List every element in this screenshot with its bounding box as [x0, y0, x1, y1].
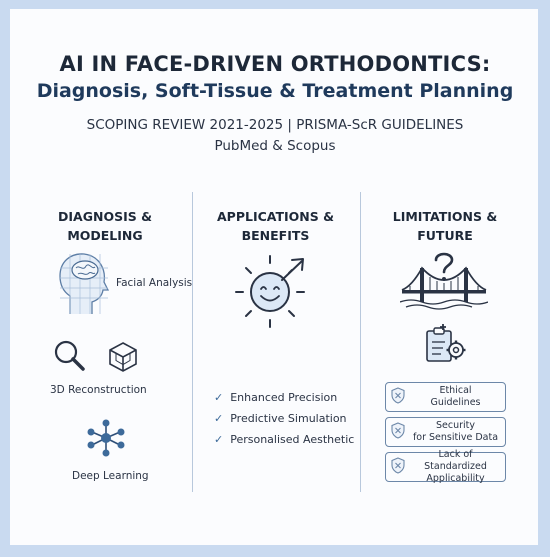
facial-analysis-label: Facial Analysis — [116, 277, 193, 289]
shield-x-icon — [391, 457, 405, 474]
limitations-heading-line2: FUTURE — [417, 228, 473, 243]
title-line-1: AI IN FACE-DRIVEN ORTHODONTICS: — [59, 52, 491, 76]
checkmark-icon: ✓ — [214, 433, 224, 446]
checkmark-icon: ✓ — [214, 391, 224, 404]
network-icon — [87, 419, 125, 457]
benefit-label: Personalised Aesthetic — [230, 433, 355, 446]
diagnosis-heading-line2: MODELING — [67, 228, 143, 243]
sources: PubMed & Scopus — [214, 138, 336, 154]
box-line2: Applicability — [426, 473, 485, 484]
bridge-question-icon — [400, 252, 488, 310]
limitations-heading-line1: LIMITATIONS & — [392, 209, 498, 224]
deep-learning-label: Deep Learning — [72, 470, 149, 482]
smiling-sun-arrow-icon — [235, 255, 305, 328]
box-line1: Ethical — [439, 385, 472, 396]
clipboard-gear-icon — [426, 324, 466, 362]
column-divider-left — [192, 192, 193, 492]
box-line2: for Sensitive Data — [412, 432, 499, 443]
3d-reconstruction-label: 3D Reconstruction — [50, 384, 147, 396]
title-line-2: Diagnosis, Soft-Tissue & Treatment Plann… — [36, 80, 514, 102]
benefit-enhanced-precision: ✓ Enhanced Precision — [214, 391, 337, 404]
magnifier-icon — [54, 340, 85, 371]
subtitle: SCOPING REVIEW 2021-2025 | PRISMA-ScR GU… — [86, 117, 464, 133]
applications-heading: APPLICATIONS & BENEFITS — [198, 207, 353, 245]
diagnosis-heading: DIAGNOSIS & MODELING — [30, 207, 180, 245]
diagnosis-heading-line1: DIAGNOSIS & — [58, 209, 152, 224]
limitations-heading: LIMITATIONS & FUTURE — [370, 207, 520, 245]
applications-heading-line1: APPLICATIONS & — [216, 209, 334, 224]
box-line1: Lack of Standardized — [424, 449, 487, 472]
benefit-personalised-aesthetic: ✓ Personalised Aesthetic — [214, 433, 354, 446]
benefit-label: Predictive Simulation — [230, 412, 347, 425]
box-line1: Security — [435, 420, 475, 431]
column-divider-right — [360, 192, 361, 492]
checkmark-icon: ✓ — [214, 412, 224, 425]
shield-x-icon — [391, 387, 405, 404]
benefit-predictive-simulation: ✓ Predictive Simulation — [214, 412, 347, 425]
shield-x-icon — [391, 422, 405, 439]
box-line2: Guidelines — [430, 397, 481, 408]
cube-icon — [109, 342, 137, 372]
benefit-label: Enhanced Precision — [230, 391, 338, 404]
applications-heading-line2: BENEFITS — [241, 228, 310, 243]
head-brain-icon — [59, 253, 110, 314]
